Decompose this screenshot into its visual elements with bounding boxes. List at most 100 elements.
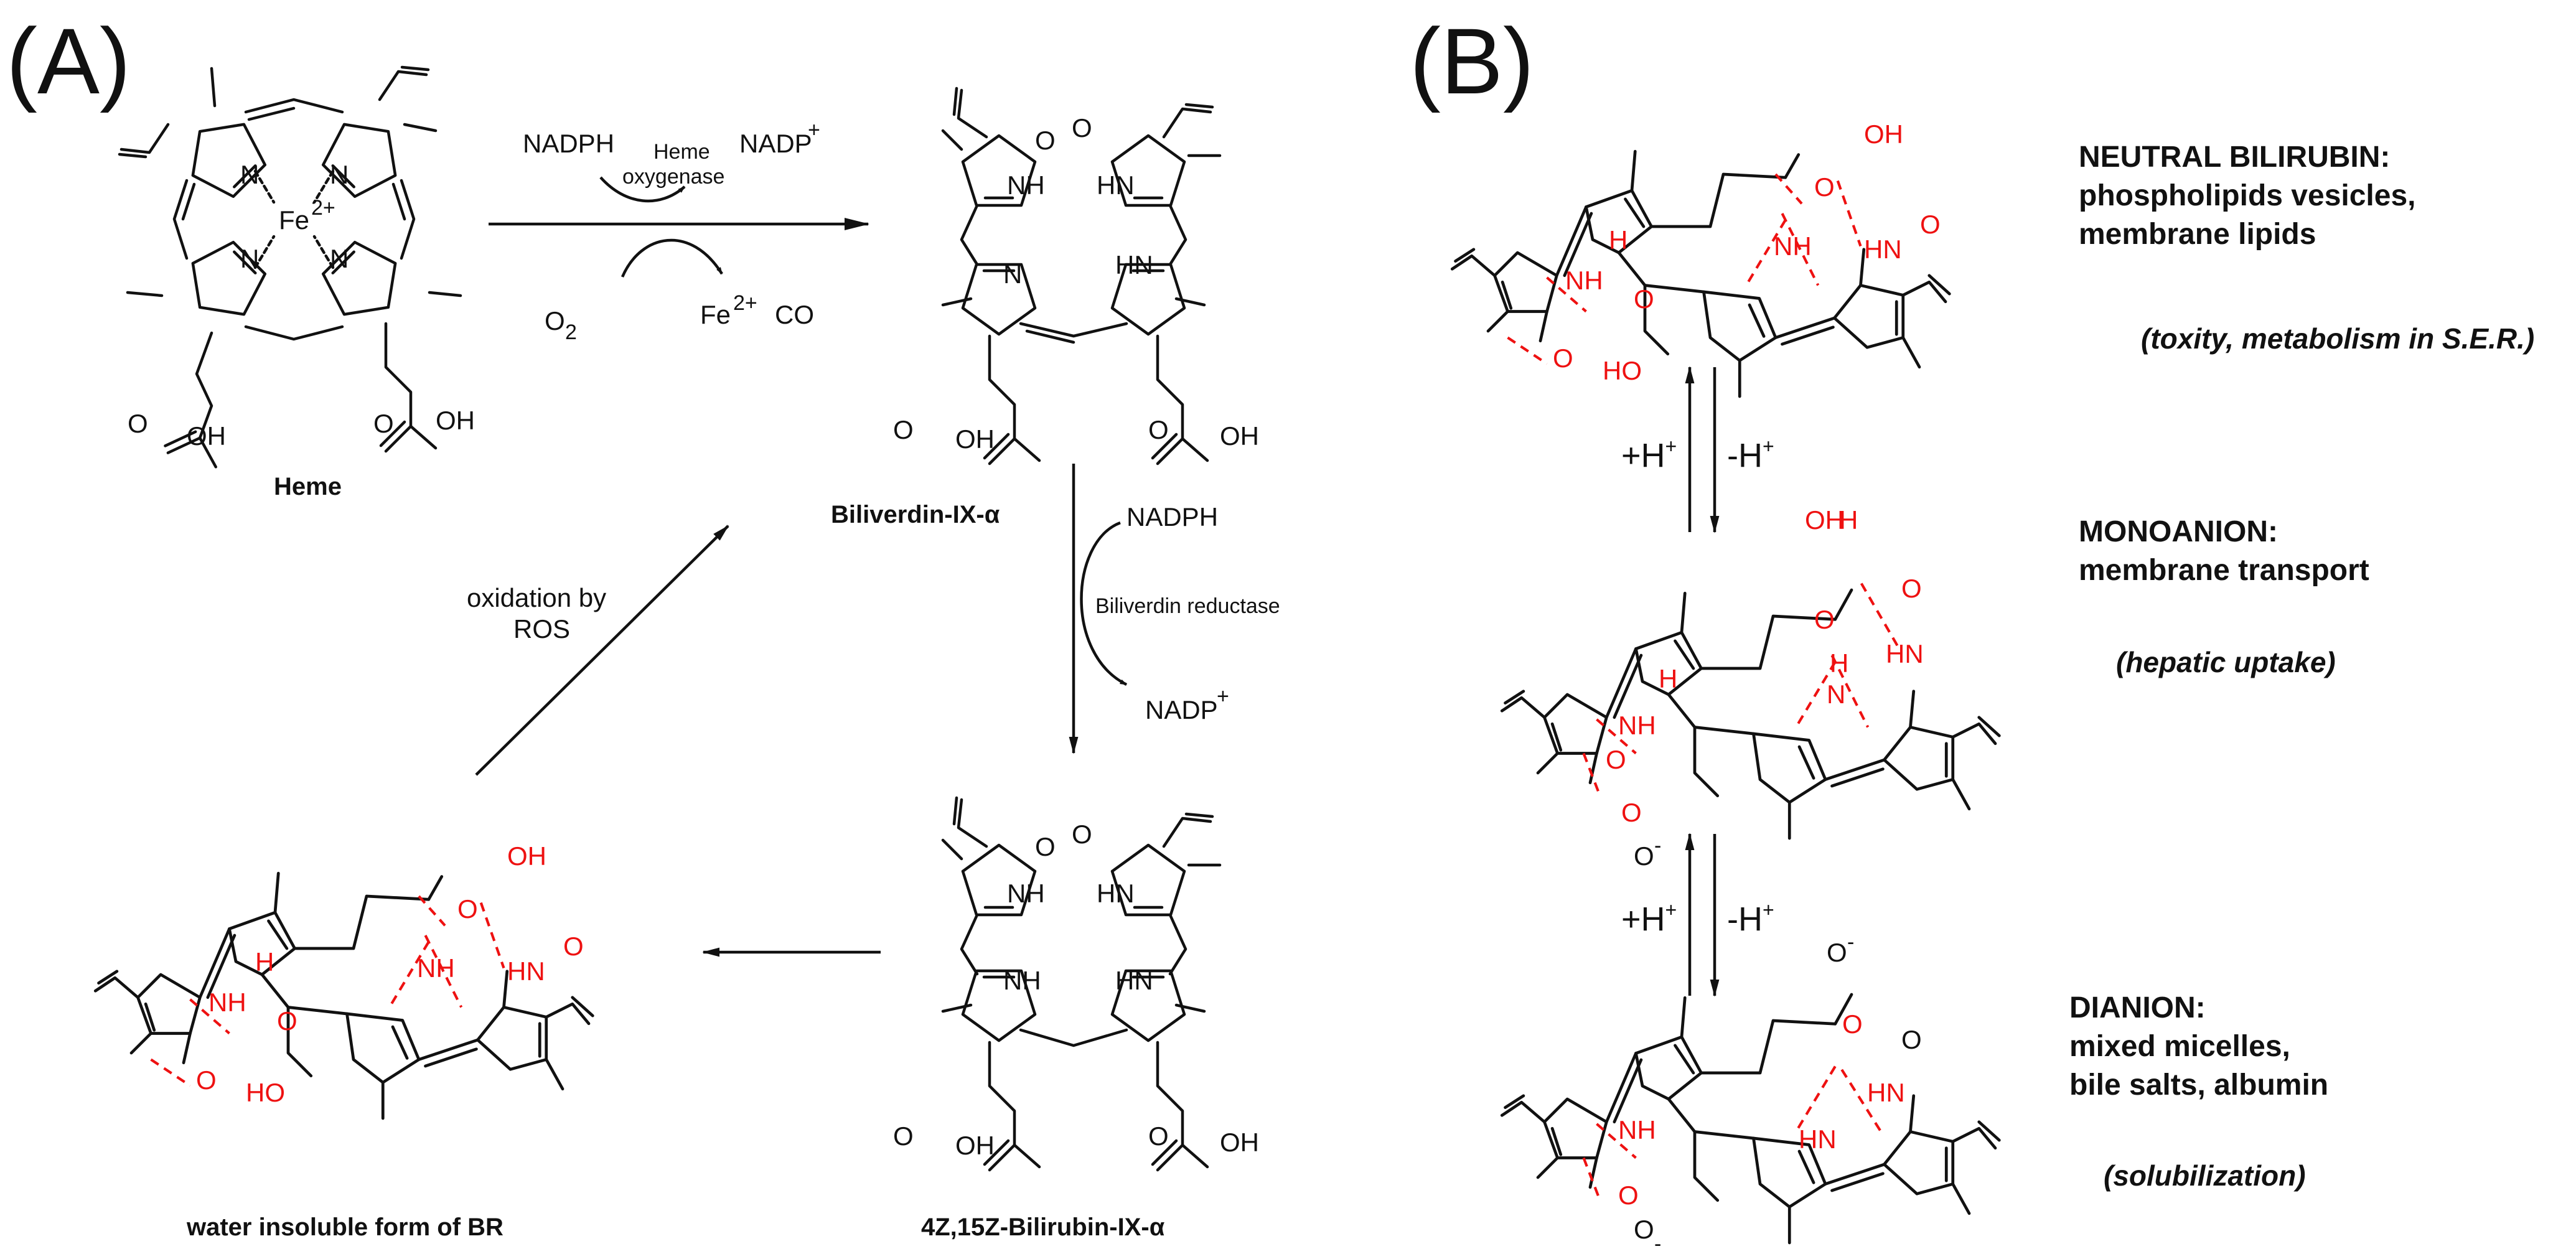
dianion-NH: NH [1618, 1115, 1656, 1144]
heme-oxygenase-reaction: NADPH Heme oxygenase NADP + O 2 Fe 2+ CO [489, 118, 869, 344]
bilirubin-acid-OH: OH [1220, 1128, 1259, 1157]
co-label: CO [775, 300, 814, 329]
heme-N: N [240, 244, 259, 273]
monoanion-O: O [1814, 605, 1835, 634]
monoanion-H: H [1830, 648, 1848, 678]
equilibrium-1: +H+ -H+ [1621, 366, 1774, 533]
bilirubin-HN: HN [1097, 879, 1135, 908]
dianion-O: O [1827, 938, 1847, 967]
heme-N: N [330, 160, 349, 189]
arrow-oxidation [475, 525, 729, 776]
panel-label-b: (B) [1410, 9, 1534, 113]
neutral-bilirubin-structure [1452, 151, 1949, 396]
bilirubin-structure: O NH O HN NH HN O OH O OH [893, 798, 1259, 1170]
biliverdin-HN: HN [1097, 171, 1135, 200]
heme-acid-O: O [128, 409, 148, 438]
protonation-label-2: +H+ [1621, 899, 1677, 938]
species-desc: mixed micelles, [2069, 1030, 2290, 1063]
insoluble-O: O [196, 1065, 217, 1095]
heme-iron: Fe [279, 205, 309, 235]
bilirubin-acid-O: O [1148, 1121, 1169, 1151]
species-neutral-label: NEUTRAL BILIRUBIN: phospholipids vesicle… [2079, 141, 2534, 355]
neutral-HO: HO [1603, 356, 1642, 385]
nadph-label: NADPH [523, 129, 614, 158]
monoanion-O: O [1606, 745, 1626, 774]
nadp-label: NADP [739, 129, 812, 158]
biliverdin-O: O [1072, 113, 1092, 143]
insoluble-bilirubin-structure [95, 873, 592, 1118]
dianion-O: O [1634, 1215, 1654, 1244]
biliverdin-acid-O: O [1148, 415, 1169, 444]
heme-acid-OH: OH [187, 421, 226, 451]
bilirubin-NH: NH [1003, 966, 1041, 995]
iron-release-label: Fe [700, 300, 731, 329]
insoluble-NH: NH [208, 988, 246, 1017]
oxidation-label-line1: oxidation by [467, 583, 606, 612]
nadp-plus: + [808, 118, 820, 142]
oxygen-label: O [545, 306, 565, 335]
bilirubin-O: O [1072, 820, 1092, 849]
monoanion-H: H [1659, 664, 1677, 693]
bilirubin-O: O [1035, 832, 1056, 861]
monoanion-NH: NH [1618, 711, 1656, 740]
insoluble-O: O [277, 1006, 297, 1036]
bilirubin-label: 4Z,15Z-Bilirubin-IX-α [921, 1214, 1165, 1241]
monoanion-N: N [1827, 680, 1845, 709]
dianion-atoms: NH O O - HN O O - HN O [1618, 930, 1922, 1254]
heme-acid-O: O [373, 409, 394, 438]
protonation-label: +H+ [1621, 435, 1677, 474]
insoluble-HO: HO [246, 1078, 285, 1107]
enzyme-biliverdin-reductase: Biliverdin reductase [1095, 594, 1280, 618]
neutral-NH: NH [1774, 232, 1812, 261]
iron-release-charge: 2+ [733, 291, 757, 315]
insoluble-OH: OH [507, 841, 546, 871]
dianion-HN: HN [1867, 1078, 1905, 1107]
insoluble-O: O [563, 932, 584, 961]
species-desc: membrane transport [2079, 554, 2369, 587]
monoanion-structure [1502, 583, 1999, 839]
dianion-minus: - [1654, 1232, 1661, 1254]
dianion-structure [1502, 993, 1999, 1243]
biliverdin-acid-OH: OH [955, 424, 995, 454]
species-note: (hepatic uptake) [2116, 646, 2336, 678]
dianion-HN: HN [1799, 1125, 1837, 1154]
neutral-bilirubin-atoms: NH H O O HO NH O OH HN O [1553, 119, 1941, 385]
species-desc: membrane lipids [2079, 218, 2316, 251]
bilirubin-acid-OH: OH [955, 1131, 995, 1160]
insoluble-O: O [457, 894, 478, 924]
species-note: (solubilization) [2104, 1159, 2306, 1192]
bilirubin-NH: NH [1007, 879, 1045, 908]
heme-label: Heme [274, 473, 342, 500]
heme-structure: N N N N Fe 2+ O OH O OH [119, 67, 475, 470]
monoanion-atoms: NH H O O O - N H O OH H HN O [1606, 505, 1924, 871]
species-title: DIANION: [2069, 991, 2206, 1024]
neutral-O: O [1553, 344, 1573, 373]
monoanion-H: H [1839, 505, 1858, 535]
deprotonation-label-2: -H+ [1727, 899, 1774, 938]
monoanion-OH: OH [1805, 505, 1844, 535]
insoluble-NH: NH [417, 953, 455, 983]
enzyme-heme-oxygenase-line1: Heme [653, 140, 710, 164]
nadp-plus-2: + [1217, 685, 1229, 708]
neutral-OH: OH [1864, 119, 1903, 149]
enzyme-heme-oxygenase-line2: oxygenase [622, 165, 724, 189]
bilirubin-HN: HN [1115, 966, 1153, 995]
species-note: (toxity, metabolism in S.E.R.) [2141, 322, 2534, 355]
biliverdin-O: O [1035, 126, 1056, 155]
monoanion-O: O [1901, 574, 1922, 603]
heme-N: N [240, 160, 259, 189]
biliverdin-label: Biliverdin-IX-α [831, 501, 1000, 528]
neutral-H: H [1609, 225, 1628, 255]
heme-N: N [330, 244, 349, 273]
heme-acid-OH: OH [436, 406, 475, 435]
monoanion-O: O [1621, 798, 1642, 827]
neutral-NH: NH [1565, 266, 1603, 295]
nadp-label-2: NADP [1145, 695, 1218, 724]
panel-label-a: (A) [6, 9, 131, 113]
biliverdin-acid-O: O [893, 415, 914, 444]
dianion-O: O [1842, 1009, 1863, 1039]
oxygen-subscript: 2 [565, 321, 577, 344]
insoluble-label: water insoluble form of BR [186, 1214, 503, 1241]
species-dianion-label: DIANION: mixed micelles, bile salts, alb… [2069, 991, 2328, 1192]
